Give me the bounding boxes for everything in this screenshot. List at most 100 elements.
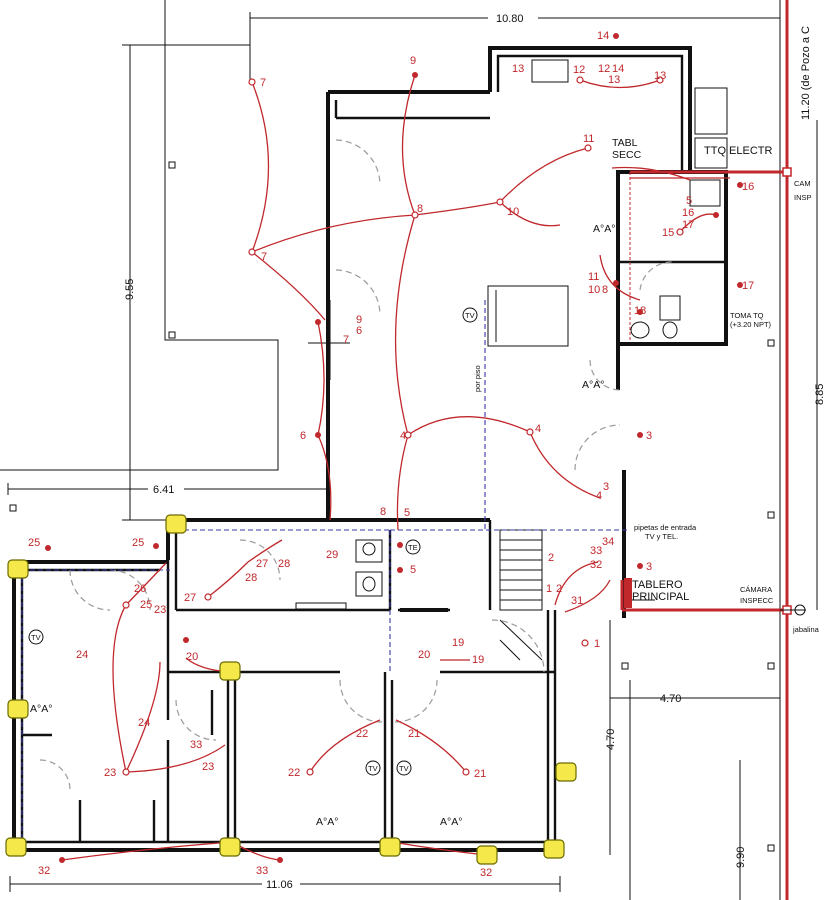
circuit-label: 21 [474,768,486,780]
circuit-label: 20 [418,649,430,661]
circuit-label: 3 [646,561,652,573]
circuit-label: 24 [76,649,88,661]
label-tablero-1: TABLERO [632,579,683,591]
circuit-label: 25 [132,537,144,549]
circuit-label: 27 [184,592,196,604]
circuit-label: 14 [597,30,609,42]
label-tabl-secc-1: TABL [612,137,638,149]
label-aaa-bed-2: A°A° [440,816,462,828]
tv-symbol-living: TV [465,311,475,320]
main-feed [620,0,806,900]
dim-right-offset: 4.70 [660,693,681,705]
circuit-label: 31 [571,595,583,607]
circuit-label: 22 [288,767,300,779]
site-lines [0,0,781,900]
circuit-label: 33 [590,545,602,557]
circuit-label: 32 [480,867,492,879]
label-camara-2: INSPECC [740,596,774,605]
circuit-label: 6 [300,430,306,442]
circuit-label: 25 [28,537,40,549]
circuit-numbers: 7 7 9 8 10 11 9 6 7 6 4 4 3 3 4 8 5 5 13… [28,30,754,879]
circuit-label: 3 [646,430,652,442]
circuit-label: 33 [190,739,202,751]
label-tabl-secc-2: SECC [612,149,642,161]
dim-stair-height: 4.70 [605,729,617,750]
circuit-label: 16 [742,181,754,193]
circuit-label: 21 [408,728,420,740]
circuit-label: 8 [417,203,423,215]
circuit-label: 11 [588,271,599,283]
circuit-label: 4 [596,490,602,502]
label-aaa-bed-1: A°A° [316,816,338,828]
circuit-label: 23 [202,761,214,773]
circuit-wiring [61,74,717,861]
tel-symbol-hall: TE [408,543,418,552]
tv-symbol-bed-1: TV [368,764,378,773]
circuit-label: 6 [356,325,362,337]
circuit-label: 14 [612,63,624,75]
circuit-label: 26 [134,583,146,595]
tv-symbol-bed-2: TV [399,764,409,773]
circuit-label: 12 [573,64,585,76]
circuit-label: 16 [682,207,694,219]
label-jabalina: jabalina [792,625,820,634]
circuit-label: 27 [256,558,268,570]
lamp-markers [45,33,743,863]
label-tablero-2: PRINCIPAL [632,591,689,603]
circuit-label: 24 [138,717,150,729]
circuit-label: 9 [356,314,362,326]
label-pipetas-2: TV y TEL. [645,532,678,541]
circuit-label: 23 [154,604,166,616]
circuit-label: 23 [104,767,116,779]
dim-right-top-height: 8.85 [814,384,826,405]
door-swings [39,139,673,791]
circuit-label: 28 [245,572,257,584]
dim-pipe-run: 11.20 (de Pozo a C [800,26,812,120]
fixtures [295,59,721,610]
dim-top-width: 10.80 [496,13,524,25]
circuit-label: 5 [410,564,416,576]
circuit-label: 2 [548,552,554,564]
circuit-label: 11 [583,133,594,145]
circuit-label: 22 [356,728,368,740]
label-cam-insp-1: CAM [794,179,811,188]
circuit-label: 19 [452,637,464,649]
circuit-label: 33 [256,865,268,877]
circuit-label: 4 [535,423,541,435]
label-cam-insp-2: INSP [794,193,812,202]
label-ttq-electr: TTQ ELECTR [704,145,773,157]
circuit-label: 7 [343,334,349,346]
label-pipetas-1: pipetas de entrada [634,523,697,532]
circuit-label: 17 [742,280,754,292]
circuit-label: 18 [634,305,646,317]
label-camara-1: CÁMARA [740,585,772,594]
labels: TABL SECC TTQ ELECTR TOMA TQ (+3.20 NPT)… [30,137,820,828]
circuit-label: 32 [38,865,50,877]
label-por-piso: por piso [473,365,482,392]
label-toma-tq-2: (+3.20 NPT) [730,320,772,329]
circuit-label: 20 [186,651,198,663]
circuit-label: 19 [472,654,484,666]
circuit-label: 5 [686,195,692,207]
circuit-label: 13 [512,63,524,75]
exterior-lamps [5,514,577,865]
label-aaa-living: A°A° [582,379,604,391]
circuit-label: 17 [682,219,694,231]
circuit-label: 28 [278,558,290,570]
dim-bottom-width: 11.06 [266,879,293,891]
label-toma-tq-1: TOMA TQ [730,311,764,320]
circuit-label: 9 [410,55,416,67]
circuit-label: 8 [380,506,386,518]
circuit-label: 2 [556,583,562,595]
tv-tel-symbols: TV TE TV TV TV [28,307,478,776]
dim-left-wing: 6.41 [153,484,174,496]
circuit-label: 29 [326,549,338,561]
circuit-label: 32 [590,559,602,571]
label-aaa-left-room: A°A° [30,703,52,715]
circuit-label: 4 [400,430,406,442]
label-aaa-service: A°A° [593,223,615,235]
tv-symbol-left-room: TV [31,633,41,642]
circuit-label: 10 [588,284,600,296]
circuit-label: 10 [507,206,519,218]
